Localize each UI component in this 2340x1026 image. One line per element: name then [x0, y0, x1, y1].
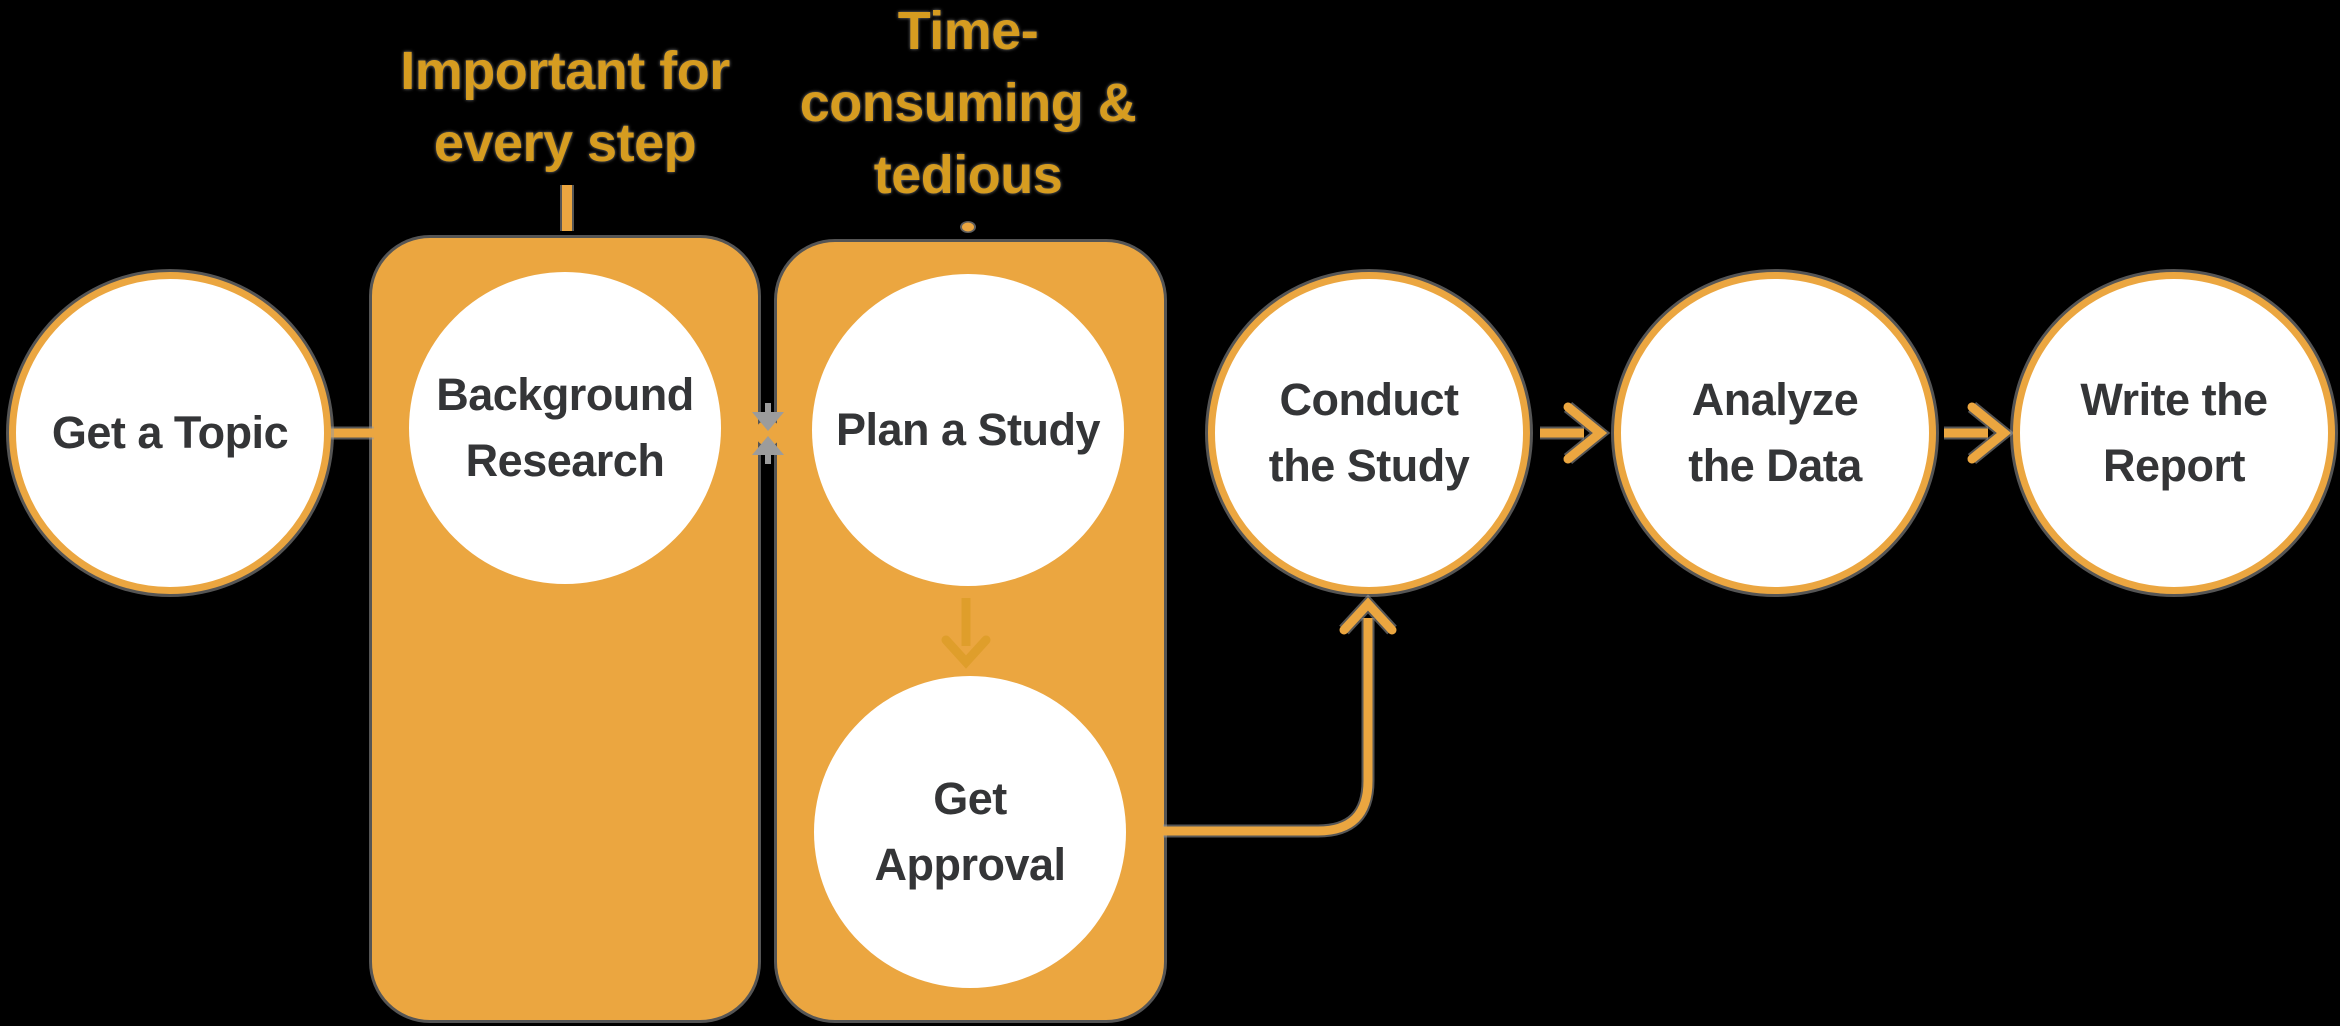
annotation-important-for-every-step: Important for every step	[315, 35, 815, 179]
annotation-line: Important for	[400, 41, 730, 101]
arrow-approval-to-conduct	[1163, 594, 1397, 838]
arrow-conduct-to-analyze	[1540, 401, 1611, 465]
node-write-the-report: Write the Report	[2013, 272, 2335, 594]
node-get-a-topic-label: Get a Topic	[51, 407, 289, 458]
arrow-analyze-to-write	[1944, 401, 2015, 465]
annotation-line: Time-	[897, 1, 1039, 61]
node-analyze-the-data: Analyze the Data	[1614, 272, 1936, 594]
node-conduct-the-study: Conduct the Study	[1208, 272, 1530, 594]
node-analyze-the-data-label: Analyze the Data	[1688, 374, 1862, 491]
node-get-approval-label: Get Approval	[874, 773, 1066, 890]
joint-stem-top	[765, 403, 771, 412]
node-conduct-the-study-label: Conduct the Study	[1268, 374, 1470, 491]
node-plan-a-study-label: Plan a Study	[835, 404, 1101, 455]
annotation-line: tedious	[873, 145, 1063, 205]
node-write-the-report-label: Write the Report	[2080, 374, 2268, 491]
node-background-research-label: Background Research	[436, 369, 694, 486]
joint-stem-bottom	[765, 455, 771, 464]
node-plan-a-study: Plan a Study	[812, 274, 1124, 586]
node-get-a-topic: Get a Topic	[9, 272, 331, 594]
annotation-dot-tedious	[960, 221, 976, 233]
annotation-time-consuming-tedious: Time- consuming & tedious	[718, 0, 1218, 211]
node-get-approval: Get Approval	[814, 676, 1126, 988]
annotation-line: consuming &	[799, 73, 1137, 133]
node-background-research: Background Research	[409, 272, 721, 584]
annotation-line: every step	[433, 113, 697, 173]
